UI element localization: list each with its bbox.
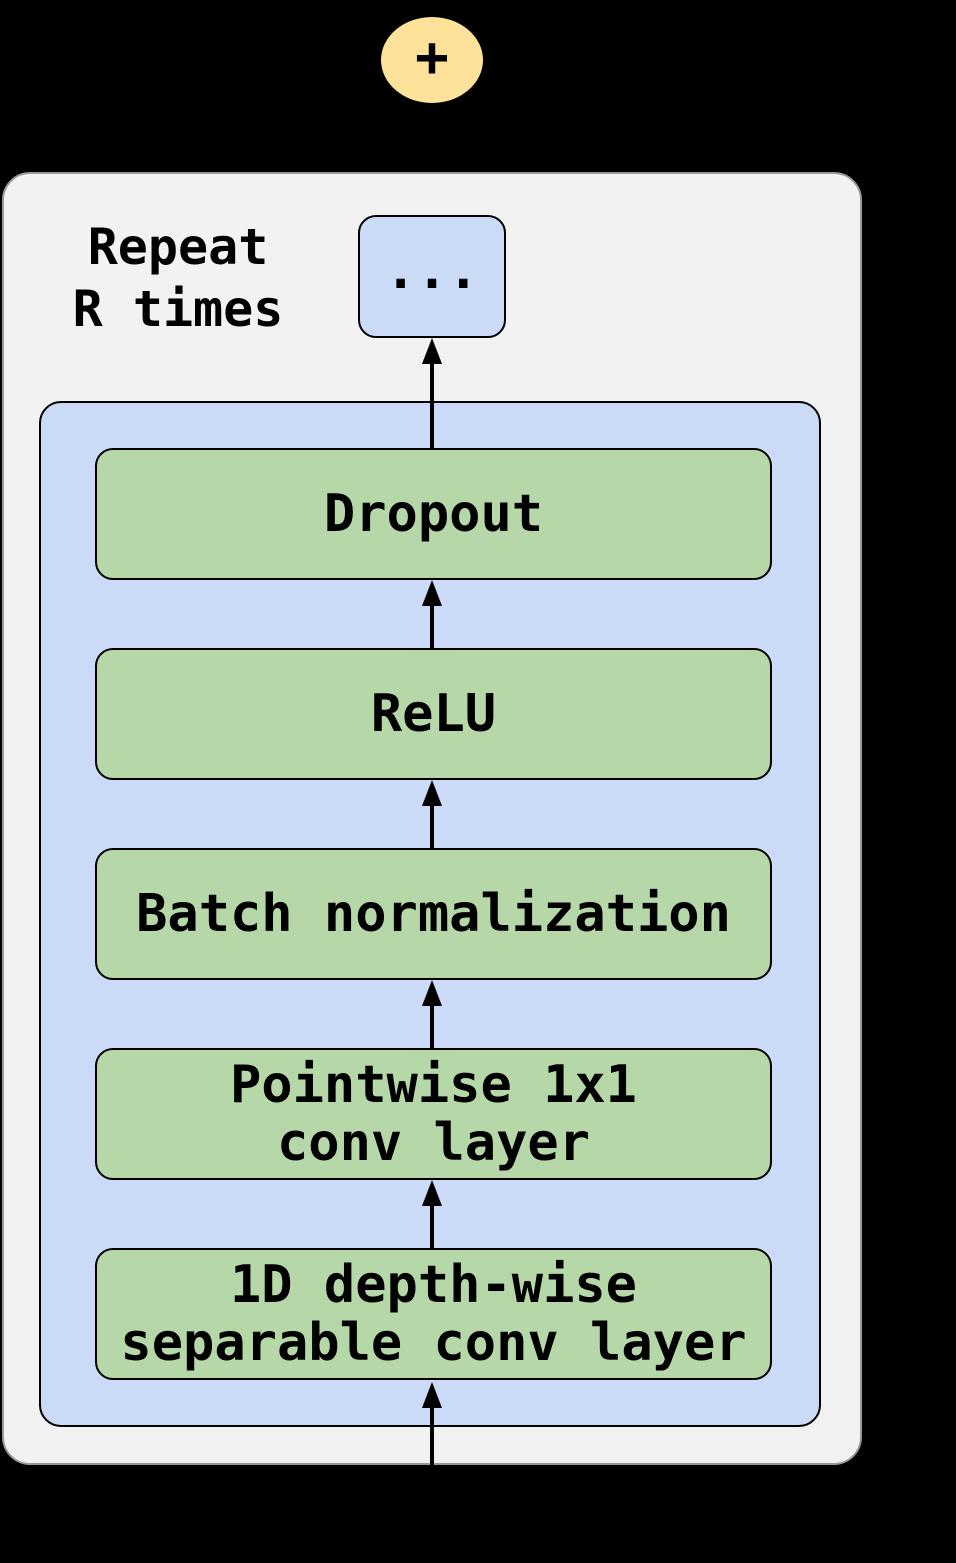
plus-icon: +: [415, 25, 449, 90]
ellipsis-box: ...: [358, 215, 506, 338]
layer-label: 1D depth-wise: [230, 1255, 637, 1315]
layer-label: Dropout: [323, 484, 544, 544]
flow-line: [430, 802, 434, 848]
arrow-up-icon: [422, 338, 442, 364]
layer-box-relu: ReLU: [95, 648, 772, 780]
arrow-up-icon: [422, 780, 442, 806]
ellipsis-label: ...: [385, 240, 479, 301]
layer-box-depthwise-conv: 1D depth-wise separable conv layer: [95, 1248, 772, 1380]
flow-line: [430, 1002, 434, 1048]
flow-line-bottom: [430, 1404, 434, 1465]
layer-box-pointwise-conv: Pointwise 1x1 conv layer: [95, 1048, 772, 1180]
arrow-up-icon: [422, 1180, 442, 1206]
layer-box-batch-norm: Batch normalization: [95, 848, 772, 980]
repeat-annotation-line1: Repeat: [87, 218, 269, 276]
layer-label: conv layer: [276, 1113, 591, 1173]
flow-line: [430, 360, 434, 448]
repeat-annotation: Repeat R times: [28, 216, 328, 340]
arrow-up-icon: [422, 1382, 442, 1408]
layer-box-dropout: Dropout: [95, 448, 772, 580]
repeat-annotation-line2: R times: [72, 280, 284, 338]
arrow-up-icon: [422, 580, 442, 606]
layer-label: Batch normalization: [136, 884, 731, 944]
layer-label: separable conv layer: [120, 1313, 747, 1373]
sum-node: +: [381, 17, 483, 103]
flow-line: [430, 1202, 434, 1248]
flow-line: [430, 602, 434, 648]
arrow-up-icon: [422, 980, 442, 1006]
layer-label: ReLU: [370, 684, 497, 744]
layer-label: Pointwise 1x1: [230, 1055, 637, 1115]
flow-line-top: [430, 95, 434, 215]
